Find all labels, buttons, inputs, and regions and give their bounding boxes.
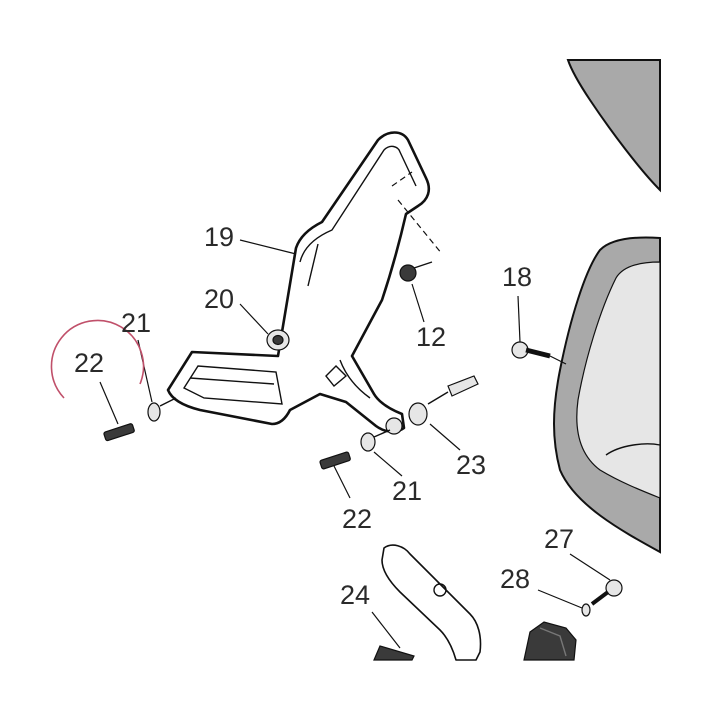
callout-24: 24 [340,580,370,610]
grommet-part-20 [266,329,290,351]
callout-21-lower: 21 [392,476,422,506]
clip-part-27-28 [523,579,623,661]
collar-part-23 [408,375,479,426]
bolt-and-washer-lower [319,429,391,470]
callout-21-upper: 21 [121,308,151,338]
fairing-panel-top-right [566,59,661,193]
side-cover-panel [553,236,661,554]
screw-part-12 [399,261,433,282]
bolt-and-washer-left [103,397,177,442]
bracket-part-24 [373,544,482,661]
callout-28: 28 [500,564,530,594]
callout-20: 20 [204,284,234,314]
callout-19: 19 [204,222,234,252]
callout-22-lower: 22 [342,504,372,534]
leader-lines [99,239,611,649]
callout-27: 27 [544,524,574,554]
callout-18: 18 [502,262,532,292]
bracket-part-19 [166,131,443,435]
callout-22-upper: 22 [74,348,104,378]
callout-23: 23 [456,450,486,480]
callout-12: 12 [416,322,446,352]
screw-part-18 [511,341,567,365]
highlight-circle [50,319,145,399]
